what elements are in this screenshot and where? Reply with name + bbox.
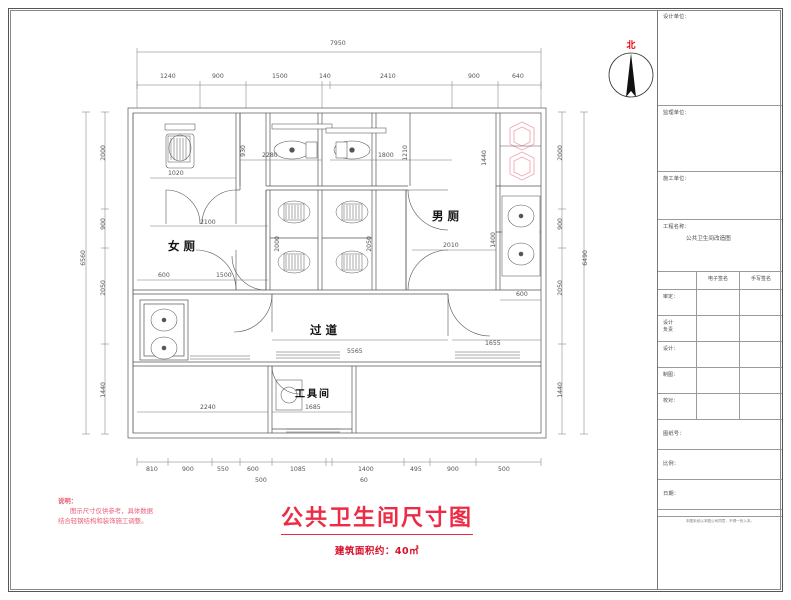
signature-header-text: 电子签名	[707, 276, 729, 282]
interior-dimension: 600	[516, 291, 528, 298]
signature-cell[interactable]: 设计 负责	[658, 316, 696, 341]
signature-cell[interactable]	[739, 316, 782, 341]
interior-dimension: 1655	[485, 340, 501, 347]
room-label-2: 过道	[310, 323, 341, 337]
signature-label: 设计：	[663, 346, 679, 352]
title-block-label: 设计单位：	[663, 14, 690, 20]
signature-label: 设计 负责	[663, 320, 674, 333]
interior-dimension: 2100	[200, 219, 216, 226]
signature-label: 制图：	[663, 372, 679, 378]
signature-cell[interactable]	[739, 290, 782, 315]
title-block-row[interactable]: 设计单位：	[658, 10, 782, 106]
signature-header-cell: 手写签名	[739, 272, 782, 289]
interior-dimension: 5565	[347, 348, 363, 355]
interior-dimension: 1210	[402, 145, 409, 161]
signature-cell[interactable]: 校对：	[658, 394, 696, 419]
drawing-title-area: 公共卫生间尺寸图 建筑面积约：40㎡	[252, 500, 502, 557]
signature-cell[interactable]: 审定：	[658, 290, 696, 315]
title-block-footer: 本图未经以本图公司同意，不得一份入本。	[658, 516, 782, 524]
signature-cell[interactable]	[696, 316, 739, 341]
north-label: 北	[626, 41, 636, 51]
title-block-tail-label: 日期：	[663, 491, 680, 497]
north-arrow: 北	[604, 38, 658, 100]
interior-dimension: 1500	[216, 272, 232, 279]
signature-cell[interactable]	[739, 342, 782, 367]
interior-dimension: 2000	[274, 236, 281, 252]
signature-header-cell	[658, 272, 696, 289]
signature-label: 校对：	[663, 398, 679, 404]
interior-dimension: 600	[158, 272, 170, 279]
drawing-subtitle: 建筑面积约：40㎡	[334, 546, 420, 557]
signature-cell[interactable]	[696, 394, 739, 419]
signature-cell[interactable]: 设计：	[658, 342, 696, 367]
title-block-label: 监理单位：	[663, 110, 690, 116]
sheet-border-outer	[8, 8, 783, 592]
room-label-1: 男厕	[432, 209, 463, 223]
signature-cell[interactable]	[739, 368, 782, 393]
interior-dimension: 930	[240, 145, 247, 157]
note-label: 说明：	[58, 497, 78, 505]
signature-row[interactable]: 设计 负责	[658, 316, 782, 342]
signature-header-row: 电子签名 手写签名	[658, 272, 782, 290]
title-block-value: 公共卫生间改造图	[686, 236, 731, 242]
title-block-row[interactable]: 施工单位：	[658, 172, 782, 220]
interior-dimension: 1400	[490, 232, 497, 248]
title-block-label: 工程名称：	[663, 224, 690, 230]
signature-cell[interactable]: 制图：	[658, 368, 696, 393]
door-swings	[165, 189, 491, 395]
interior-dimension: 1800	[378, 152, 394, 159]
room-label-0: 女厕	[168, 239, 199, 253]
urinal-fixtures	[509, 121, 535, 181]
signature-row[interactable]: 设计：	[658, 342, 782, 368]
interior-dimension: 2280	[262, 152, 278, 159]
note-line-2: 结合轻钢结构和装饰施工调整。	[58, 516, 148, 525]
signature-cell[interactable]	[696, 290, 739, 315]
title-block-tail-label: 图纸号：	[663, 431, 685, 437]
title-block-tail-row[interactable]: 图纸号：	[658, 420, 782, 450]
signature-row[interactable]: 制图：	[658, 368, 782, 394]
title-block-tail-label: 比例：	[663, 461, 680, 467]
floor-plan-drawing	[82, 48, 588, 466]
interior-dimension: 2010	[443, 242, 459, 249]
signature-cell[interactable]	[696, 368, 739, 393]
title-block: 设计单位： 监理单位： 施工单位： 工程名称： 公共卫生间改造图电子签名 手写签名审定： 设…	[657, 10, 782, 590]
interior-dimension: 2240	[200, 404, 216, 411]
interior-dimension: 1020	[168, 170, 184, 177]
signature-row[interactable]: 审定：	[658, 290, 782, 316]
signature-row[interactable]: 校对：	[658, 394, 782, 420]
signature-header-cell: 电子签名	[696, 272, 739, 289]
signature-header-text: 手写签名	[750, 276, 772, 282]
interior-dimension: 1440	[481, 150, 488, 166]
signature-label: 审定：	[663, 294, 679, 300]
north-arrow-icon	[608, 52, 654, 98]
title-block-tail-row[interactable]: 比例：	[658, 450, 782, 480]
drawing-note: 说明： 图示尺寸仅供参考，具体数据 结合轻钢结构和装饰施工调整。	[58, 497, 223, 527]
title-block-row[interactable]: 工程名称： 公共卫生间改造图	[658, 220, 782, 272]
signature-cell[interactable]	[739, 394, 782, 419]
drawing-title: 公共卫生间尺寸图	[280, 500, 473, 535]
note-line-1: 图示尺寸仅供参考，具体数据	[70, 506, 154, 515]
title-block-footer-text: 本图未经以本图公司同意，不得一份入本。	[685, 519, 755, 523]
interior-dimension: 2050	[366, 236, 373, 252]
signature-cell[interactable]	[696, 342, 739, 367]
room-label-3: 工具间	[295, 389, 331, 400]
title-block-row[interactable]: 监理单位：	[658, 106, 782, 172]
dimension-lines	[82, 48, 588, 466]
title-block-tail-row[interactable]: 日期：	[658, 480, 782, 510]
sheet-border-inner	[10, 10, 781, 590]
title-block-label: 施工单位：	[663, 176, 690, 182]
interior-dimension: 1685	[305, 404, 321, 411]
